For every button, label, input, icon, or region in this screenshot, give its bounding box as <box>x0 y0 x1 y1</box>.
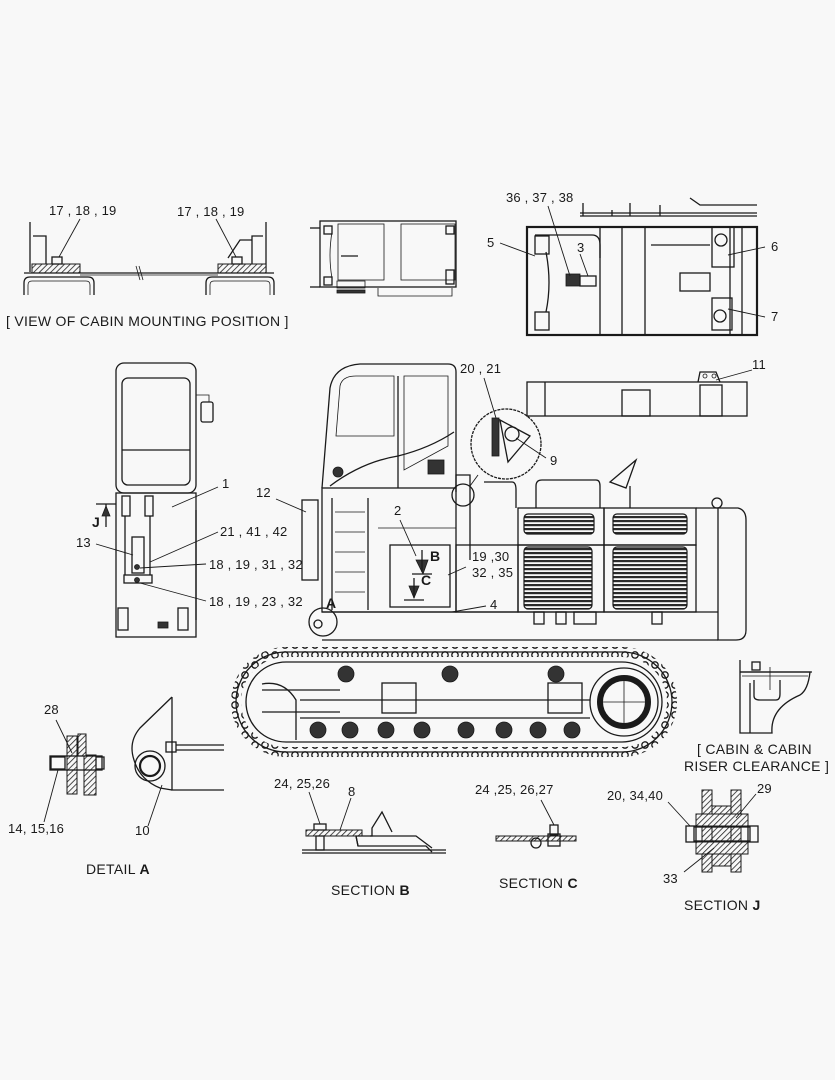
undercarriage-drawing <box>231 647 677 757</box>
section-c-caption: SECTION C <box>499 875 578 891</box>
cabin-mounting-caption: [ VIEW OF CABIN MOUNTING POSITION ] <box>6 313 289 329</box>
section-marker-j: J <box>92 514 100 530</box>
callout-21-41-42: 21 , 41 , 42 <box>220 524 288 539</box>
callout-17-18-19-right: 17 , 18 , 19 <box>177 204 245 219</box>
callout-11: 11 <box>752 357 766 372</box>
callout-1: 1 <box>222 476 230 491</box>
cabin-riser-caption-line1: [ CABIN & CABIN <box>697 741 812 757</box>
section-marker-b: B <box>430 548 441 564</box>
callout-13: 13 <box>76 535 91 550</box>
caption-prefix: SECTION <box>684 897 749 913</box>
section-b-drawing <box>302 791 446 854</box>
detail-a-drawing <box>43 696 224 827</box>
cabin-riser-caption-line2: RISER CLEARANCE ] <box>684 758 830 774</box>
section-c-drawing <box>495 799 577 849</box>
caption-prefix: DETAIL <box>86 861 136 877</box>
section-marker-c: C <box>421 572 432 588</box>
callout-28: 28 <box>44 702 59 717</box>
callout-19-30: 19 ,30 <box>472 549 510 564</box>
cabin-riser-clearance-drawing <box>739 660 812 734</box>
caption-letter: C <box>567 875 578 891</box>
detail-a-caption: DETAIL A <box>86 861 150 877</box>
callout-7: 7 <box>771 309 779 324</box>
callout-33: 33 <box>663 871 678 886</box>
callout-3: 3 <box>577 240 585 255</box>
caption-letter: B <box>399 882 410 898</box>
callout-9: 9 <box>550 453 558 468</box>
callout-18-19-31-32: 18 , 19 , 31 , 32 <box>209 557 303 572</box>
callout-24-25-26: 24, 25,26 <box>274 776 331 791</box>
callout-10: 10 <box>135 823 150 838</box>
callout-20-21: 20 , 21 <box>460 361 502 376</box>
callout-4: 4 <box>490 597 498 612</box>
callout-5: 5 <box>487 235 495 250</box>
callout-14-15-16: 14, 15,16 <box>8 821 65 836</box>
callout-2: 2 <box>394 503 402 518</box>
callout-36-37-38: 36 , 37 , 38 <box>506 190 574 205</box>
callout-17-18-19-left: 17 , 18 , 19 <box>49 203 117 218</box>
callout-6: 6 <box>771 239 779 254</box>
caption-letter: A <box>139 861 150 877</box>
callout-12: 12 <box>256 485 271 500</box>
callout-18-19-23-32: 18 , 19 , 23 , 32 <box>209 594 303 609</box>
detail-marker-a: A <box>326 595 337 611</box>
section-b-caption: SECTION B <box>331 882 410 898</box>
track-rollers <box>309 721 581 739</box>
cabin-top-view-drawing <box>310 220 457 297</box>
cabin-mounting-view-drawing <box>23 218 275 295</box>
callout-24-25-26-27: 24 ,25, 26,27 <box>475 782 554 797</box>
callout-32-35: 32 , 35 <box>472 565 514 580</box>
section-j-drawing <box>667 789 759 873</box>
side-view-drawing <box>275 363 753 641</box>
caption-letter: J <box>752 897 761 913</box>
caption-prefix: SECTION <box>499 875 564 891</box>
callout-8: 8 <box>348 784 356 799</box>
callout-29: 29 <box>757 781 772 796</box>
section-j-caption: SECTION J <box>684 897 761 913</box>
callout-20-34-40: 20, 34,40 <box>607 788 664 803</box>
top-plan-drawing <box>499 197 766 337</box>
front-cabin-drawing <box>95 362 219 638</box>
caption-prefix: SECTION <box>331 882 396 898</box>
